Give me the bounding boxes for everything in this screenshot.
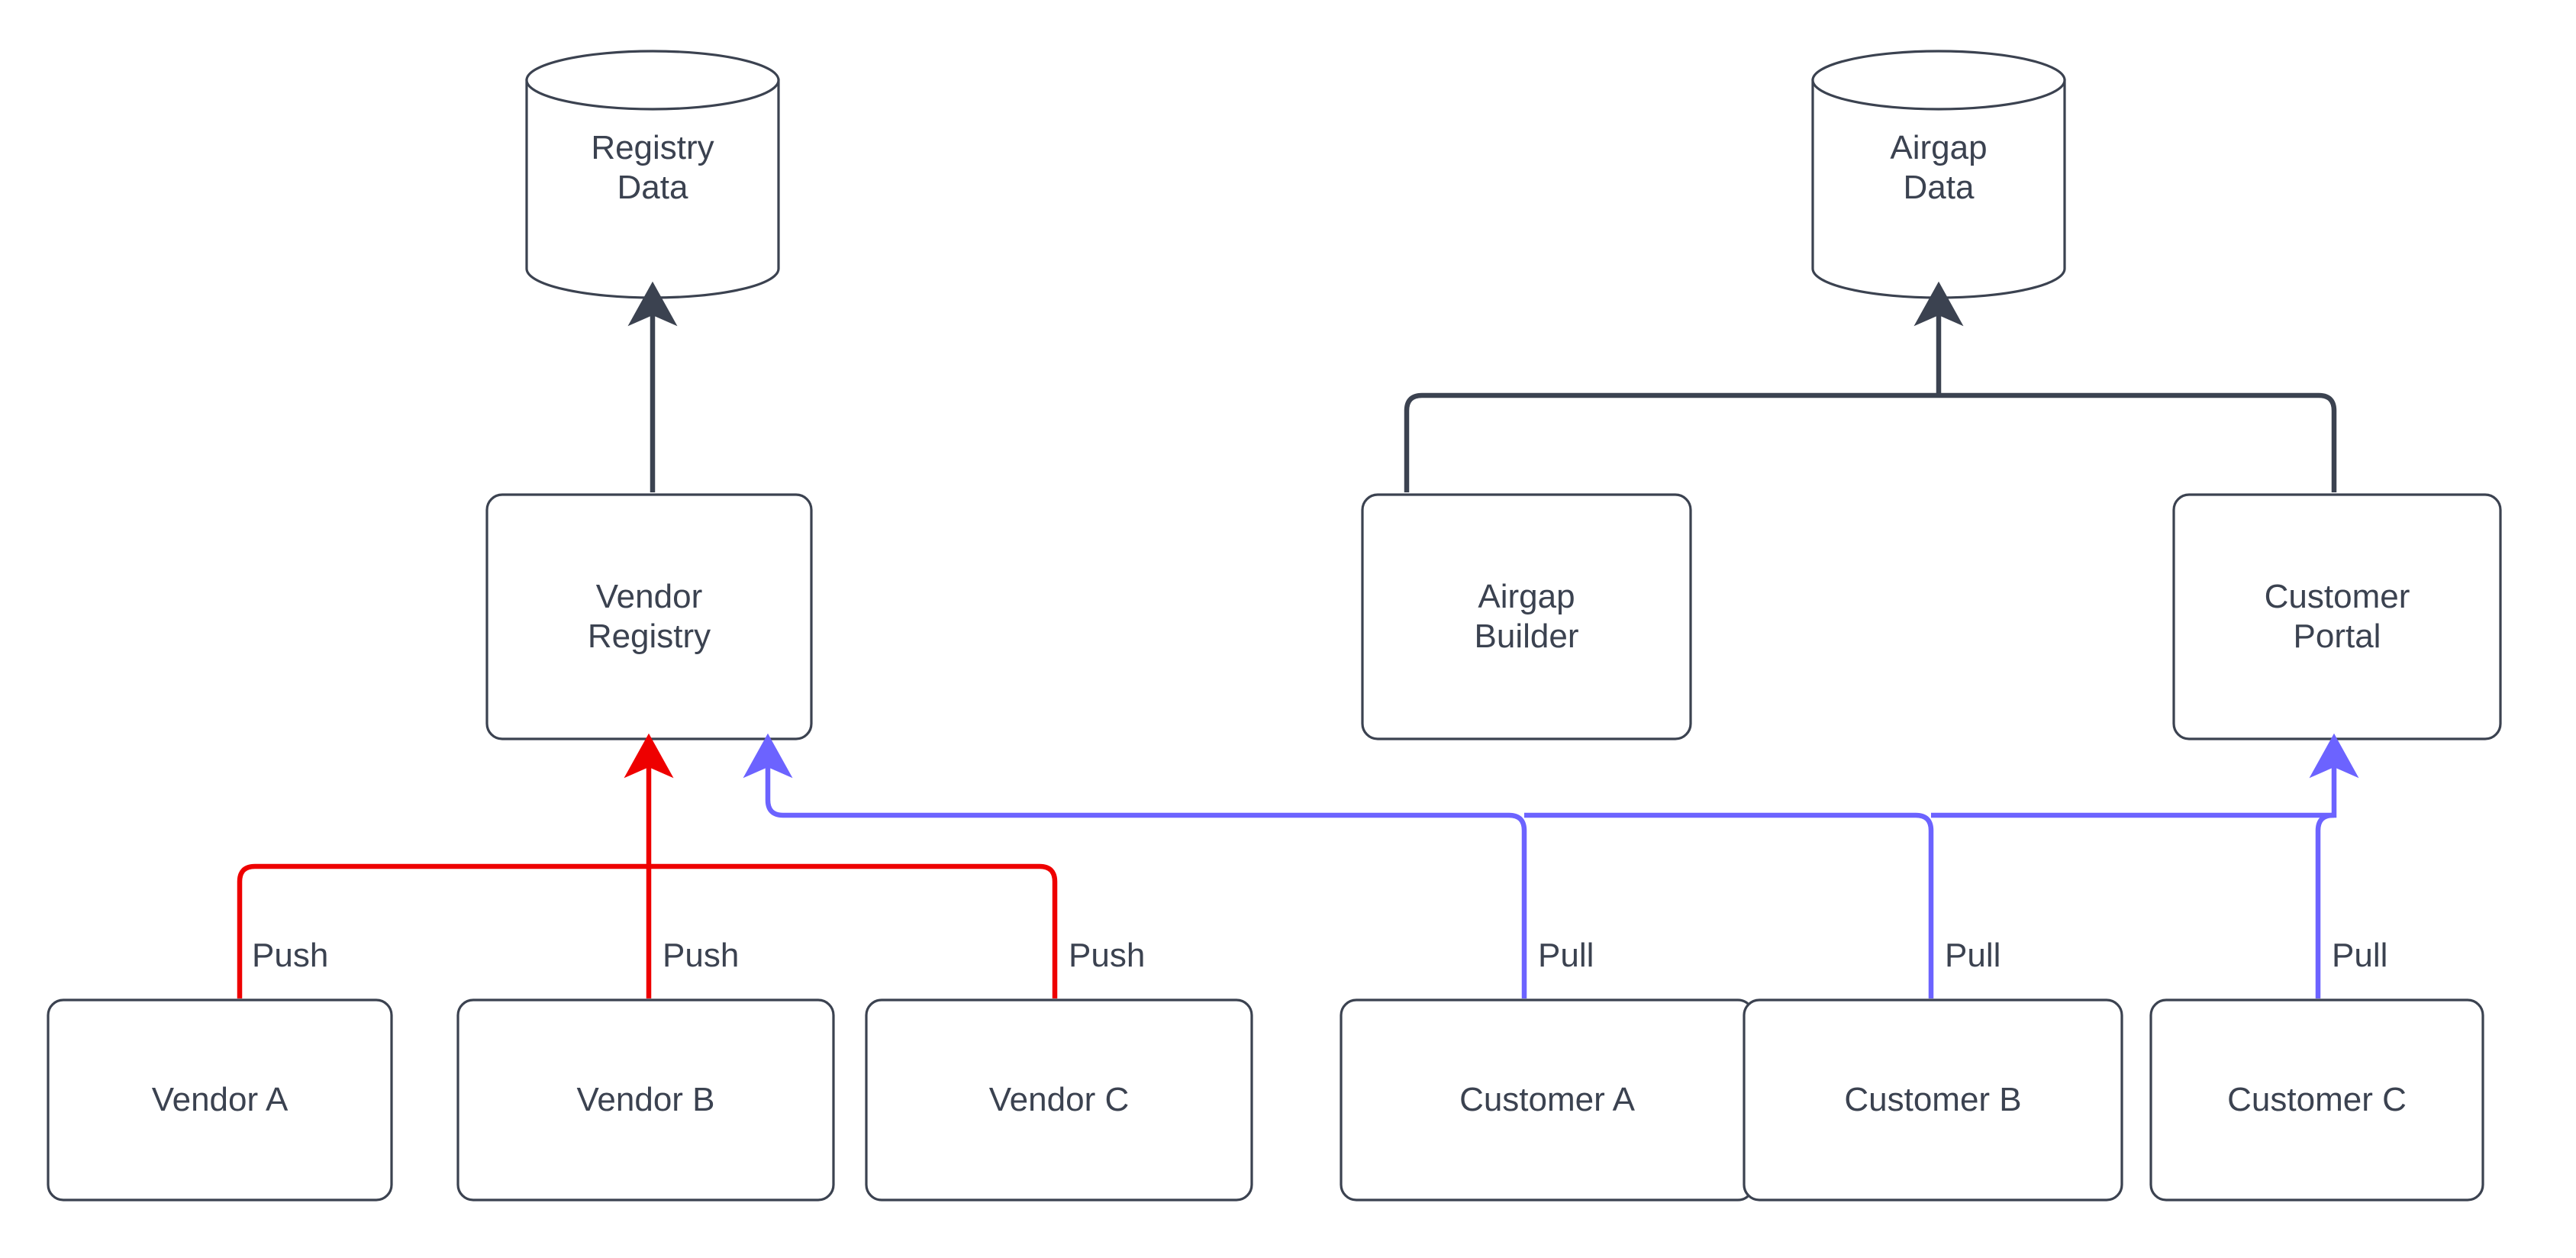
edge-customer-portal-to-airgap-data bbox=[1939, 392, 2337, 492]
edge-label-pull-customer-a: Pull bbox=[1538, 937, 1594, 974]
airgap-builder-node[interactable] bbox=[1361, 493, 1692, 740]
edge-push-vendor-a bbox=[237, 863, 649, 998]
edge-label-push-vendor-a: Push bbox=[252, 937, 329, 974]
registry-data-node[interactable] bbox=[525, 50, 780, 299]
edge-label-push-vendor-c: Push bbox=[1069, 937, 1146, 974]
customer-portal-node[interactable] bbox=[2172, 493, 2502, 740]
edge-label-push-vendor-b: Push bbox=[663, 937, 740, 974]
edge-label-pull-customer-c: Pull bbox=[2332, 937, 2388, 974]
vendor-c-node[interactable] bbox=[865, 998, 1253, 1202]
edge-pull-customer-b bbox=[1524, 812, 1934, 998]
edge-airgap-builder-to-airgap-data bbox=[1404, 392, 1939, 492]
vendor-b-node[interactable] bbox=[456, 998, 835, 1202]
edge-pull-customer-a bbox=[743, 733, 1527, 998]
vendor-a-node[interactable] bbox=[47, 998, 393, 1202]
edge-label-pull-customer-b: Pull bbox=[1945, 937, 2001, 974]
vendor-registry-node[interactable] bbox=[485, 493, 813, 740]
customer-b-node[interactable] bbox=[1743, 998, 2123, 1202]
customer-a-node[interactable] bbox=[1340, 998, 1755, 1202]
customer-c-node[interactable] bbox=[2149, 998, 2484, 1202]
airgap-data-node[interactable] bbox=[1811, 50, 2066, 299]
edge-push-vendor-c bbox=[649, 863, 1058, 998]
